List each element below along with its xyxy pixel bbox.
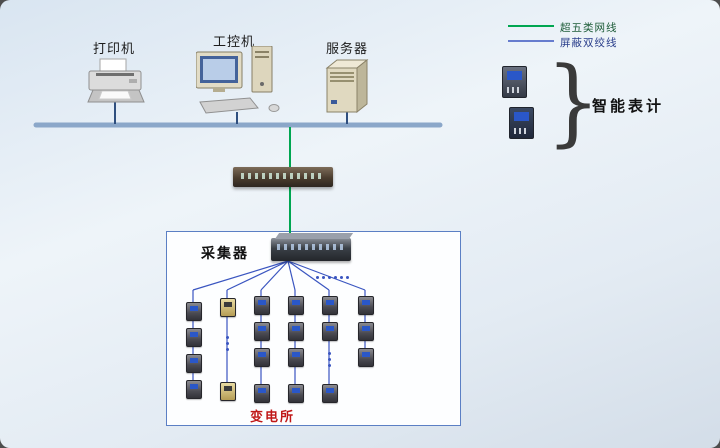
meter-screen xyxy=(507,71,522,80)
meter-icon xyxy=(254,348,270,367)
stp-wire xyxy=(260,260,289,291)
meter-icon xyxy=(186,302,202,321)
meter-icon xyxy=(322,322,338,341)
meter-icon xyxy=(288,384,304,403)
meter-icon xyxy=(254,322,270,341)
smart-meter-icon xyxy=(502,66,527,98)
smart-meter-icon xyxy=(509,107,534,139)
legend-cat5-label: 超五类网线 xyxy=(560,22,618,34)
meter-icon xyxy=(358,348,374,367)
legend-stp-label: 屏蔽双绞线 xyxy=(560,37,618,49)
meter-icon xyxy=(288,322,304,341)
printer-icon xyxy=(84,58,148,111)
collector-label: 采集器 xyxy=(201,245,249,261)
meter-icon xyxy=(322,384,338,403)
server-icon xyxy=(322,56,374,121)
smart-meters-label: 智能表计 xyxy=(592,98,665,115)
horizontal-ellipsis-dots xyxy=(316,275,319,279)
grouping-brace: } xyxy=(546,47,601,157)
meter-icon xyxy=(254,296,270,315)
vertical-ellipsis-dots xyxy=(327,352,331,355)
stp-wire xyxy=(287,260,330,291)
meter-icon xyxy=(254,384,270,403)
industrial-pc-icon xyxy=(195,45,284,121)
meter-screen xyxy=(514,112,529,121)
vertical-ellipsis-dots xyxy=(225,336,229,339)
meter-buttons xyxy=(514,128,529,134)
meter-icon xyxy=(288,296,304,315)
stp-wire xyxy=(192,260,289,291)
meter-icon xyxy=(220,382,236,401)
meter-icon xyxy=(322,296,338,315)
ethernet-switch-icon xyxy=(233,167,333,187)
meter-buttons xyxy=(507,87,522,93)
printer-label: 打印机 xyxy=(93,41,136,56)
switch-ports xyxy=(241,173,325,179)
substation-label: 变电所 xyxy=(250,409,296,424)
industrial-pc-label: 工控机 xyxy=(213,34,256,49)
stp-wire xyxy=(287,260,366,291)
meter-icon xyxy=(186,328,202,347)
collector-switch-icon xyxy=(271,238,351,261)
meter-icon xyxy=(186,354,202,373)
meter-icon xyxy=(186,380,202,399)
meter-icon xyxy=(220,298,236,317)
server-label: 服务器 xyxy=(326,41,369,56)
meter-icon xyxy=(288,348,304,367)
meter-icon xyxy=(358,322,374,341)
meter-icon xyxy=(358,296,374,315)
stp-wire xyxy=(287,260,296,291)
substation-box xyxy=(166,231,461,426)
stp-wire xyxy=(226,260,289,291)
collector-ports xyxy=(277,244,345,250)
